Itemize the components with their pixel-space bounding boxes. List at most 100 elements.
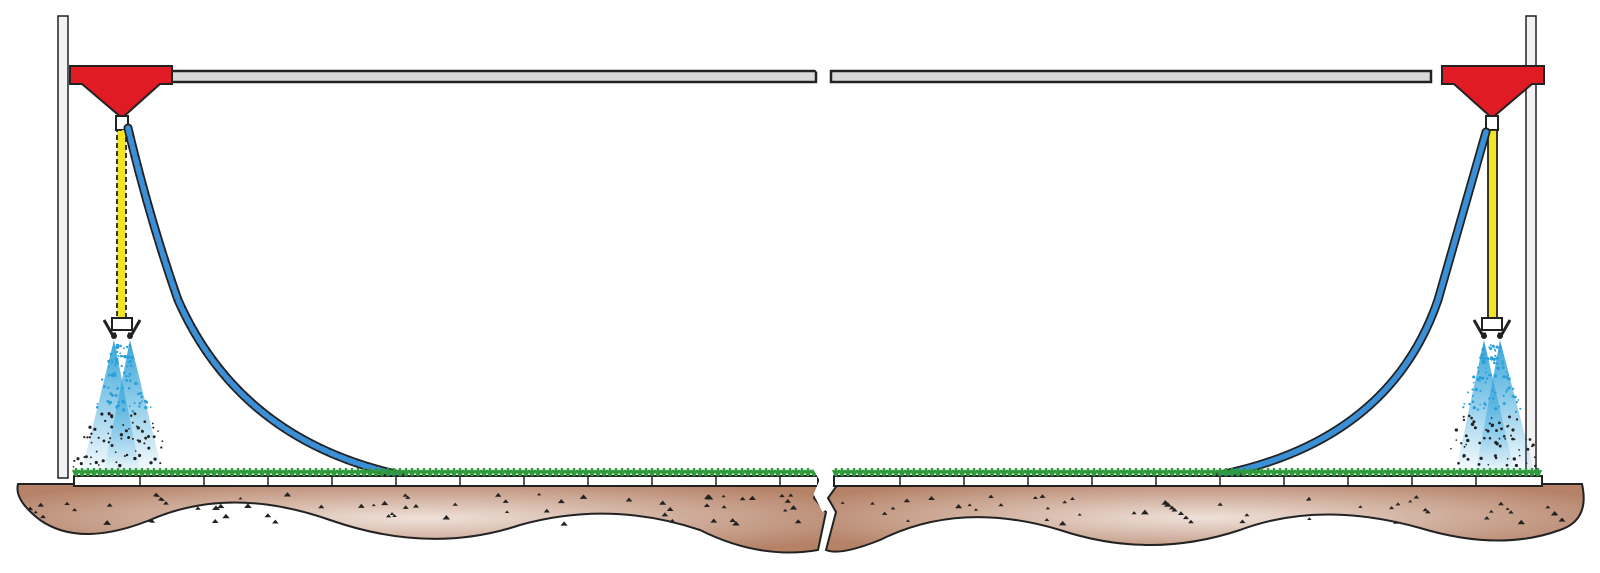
grass-tuft [1023,468,1033,477]
grass-tuft [233,468,243,477]
grass-tuft [425,468,435,477]
grass-tuft [749,468,759,477]
grass-tuft [1077,468,1087,477]
grass-tuft [1287,468,1297,477]
grass-tuft [915,468,925,477]
grass-tuft [1359,468,1369,477]
grass-tuft [581,468,591,477]
grass-tuft [311,468,321,477]
grass-tuft [407,468,417,477]
left-spray [72,340,164,470]
grass-tuft [641,468,651,477]
grass-tuft [161,468,171,477]
grass-tuft [479,468,489,477]
grass-tuft [227,468,237,477]
grass-tuft [299,468,309,477]
grass-tuft [707,468,717,477]
grass-tuft [503,468,513,477]
grass-tuft [269,468,279,477]
grass-tuft [203,468,213,477]
grass-tuft [951,468,961,477]
grass-tuft [461,468,471,477]
grass-tuft [1089,468,1099,477]
grass-tuft [921,468,931,477]
grass-tuft [521,468,531,477]
grass-tuft [927,468,937,477]
grass-tuft [545,468,555,477]
grass-tuft [695,468,705,477]
grass-tuft [1011,468,1021,477]
grass-tuft [191,468,201,477]
grass-tuft [1263,468,1273,477]
grass-tuft [419,468,429,477]
grass-tuft [1095,468,1105,477]
grass-tuft [737,468,747,477]
grass-tuft [587,468,597,477]
grass-tuft [353,468,363,477]
grass-tuft [1041,468,1051,477]
grass-tuft [185,468,195,477]
grass-tuft [341,468,351,477]
grass-tuft [1341,468,1351,477]
grass-tuft [635,468,645,477]
grass-tuft [659,468,669,477]
left-nozzle [102,317,142,339]
grass-tuft [1335,468,1345,477]
grass-tuft [981,468,991,477]
grass-tuft [1299,468,1309,477]
grass-tuft [1125,468,1135,477]
grass-tuft [993,468,1003,477]
grass-tuft [1167,468,1177,477]
grass-tuft [1137,468,1147,477]
grass-tuft [1413,468,1423,477]
grass-tuft [797,468,807,477]
grass-tuft [677,468,687,477]
grass-tuft [329,468,339,477]
grass-tuft [1395,468,1405,477]
grass-tuft [897,468,907,477]
right-yellow-hose [1487,129,1498,319]
grass-tuft [485,468,495,477]
grass-tuft [1161,468,1171,477]
grass-tuft [611,468,621,477]
grass-tuft [689,468,699,477]
grass-tuft [263,468,273,477]
grass-tuft [1173,468,1183,477]
grass-tuft [623,468,633,477]
grass-tuft [969,468,979,477]
grass-tuft [933,468,943,477]
grass-tuft [713,468,723,477]
grass-tuft [1017,468,1027,477]
grass-tuft [287,468,297,477]
grass-tuft [891,468,901,477]
grass-tuft [443,468,453,477]
grass-tuft [767,468,777,477]
red-triangle-carriage-icon [69,65,173,120]
grass-tuft [755,468,765,477]
grass-tuft [987,468,997,477]
grass-tuft [701,468,711,477]
grass-tuft [773,468,783,477]
red-triangle-carriage-icon [1441,65,1545,120]
grass-tuft [719,468,729,477]
grass-tuft [1197,468,1207,477]
grass-tuft [1353,468,1363,477]
grass-tuft [1269,468,1279,477]
grass-tuft [1203,468,1213,477]
grass-tuft [527,468,537,477]
grass-tuft [1143,468,1153,477]
grass-tuft [593,468,603,477]
grass-tuft [551,468,561,477]
grass-tuft [413,468,423,477]
grass-tuft [855,468,865,477]
grass-tuft [317,468,327,477]
grass-tuft [873,468,883,477]
grass-tuft [305,468,315,477]
plant-row [71,468,1543,477]
grass-tuft [1059,468,1069,477]
right-spray [1450,340,1537,470]
grass-tuft [1179,468,1189,477]
grass-tuft [1281,468,1291,477]
grass-tuft [335,468,345,477]
grass-tuft [785,468,795,477]
